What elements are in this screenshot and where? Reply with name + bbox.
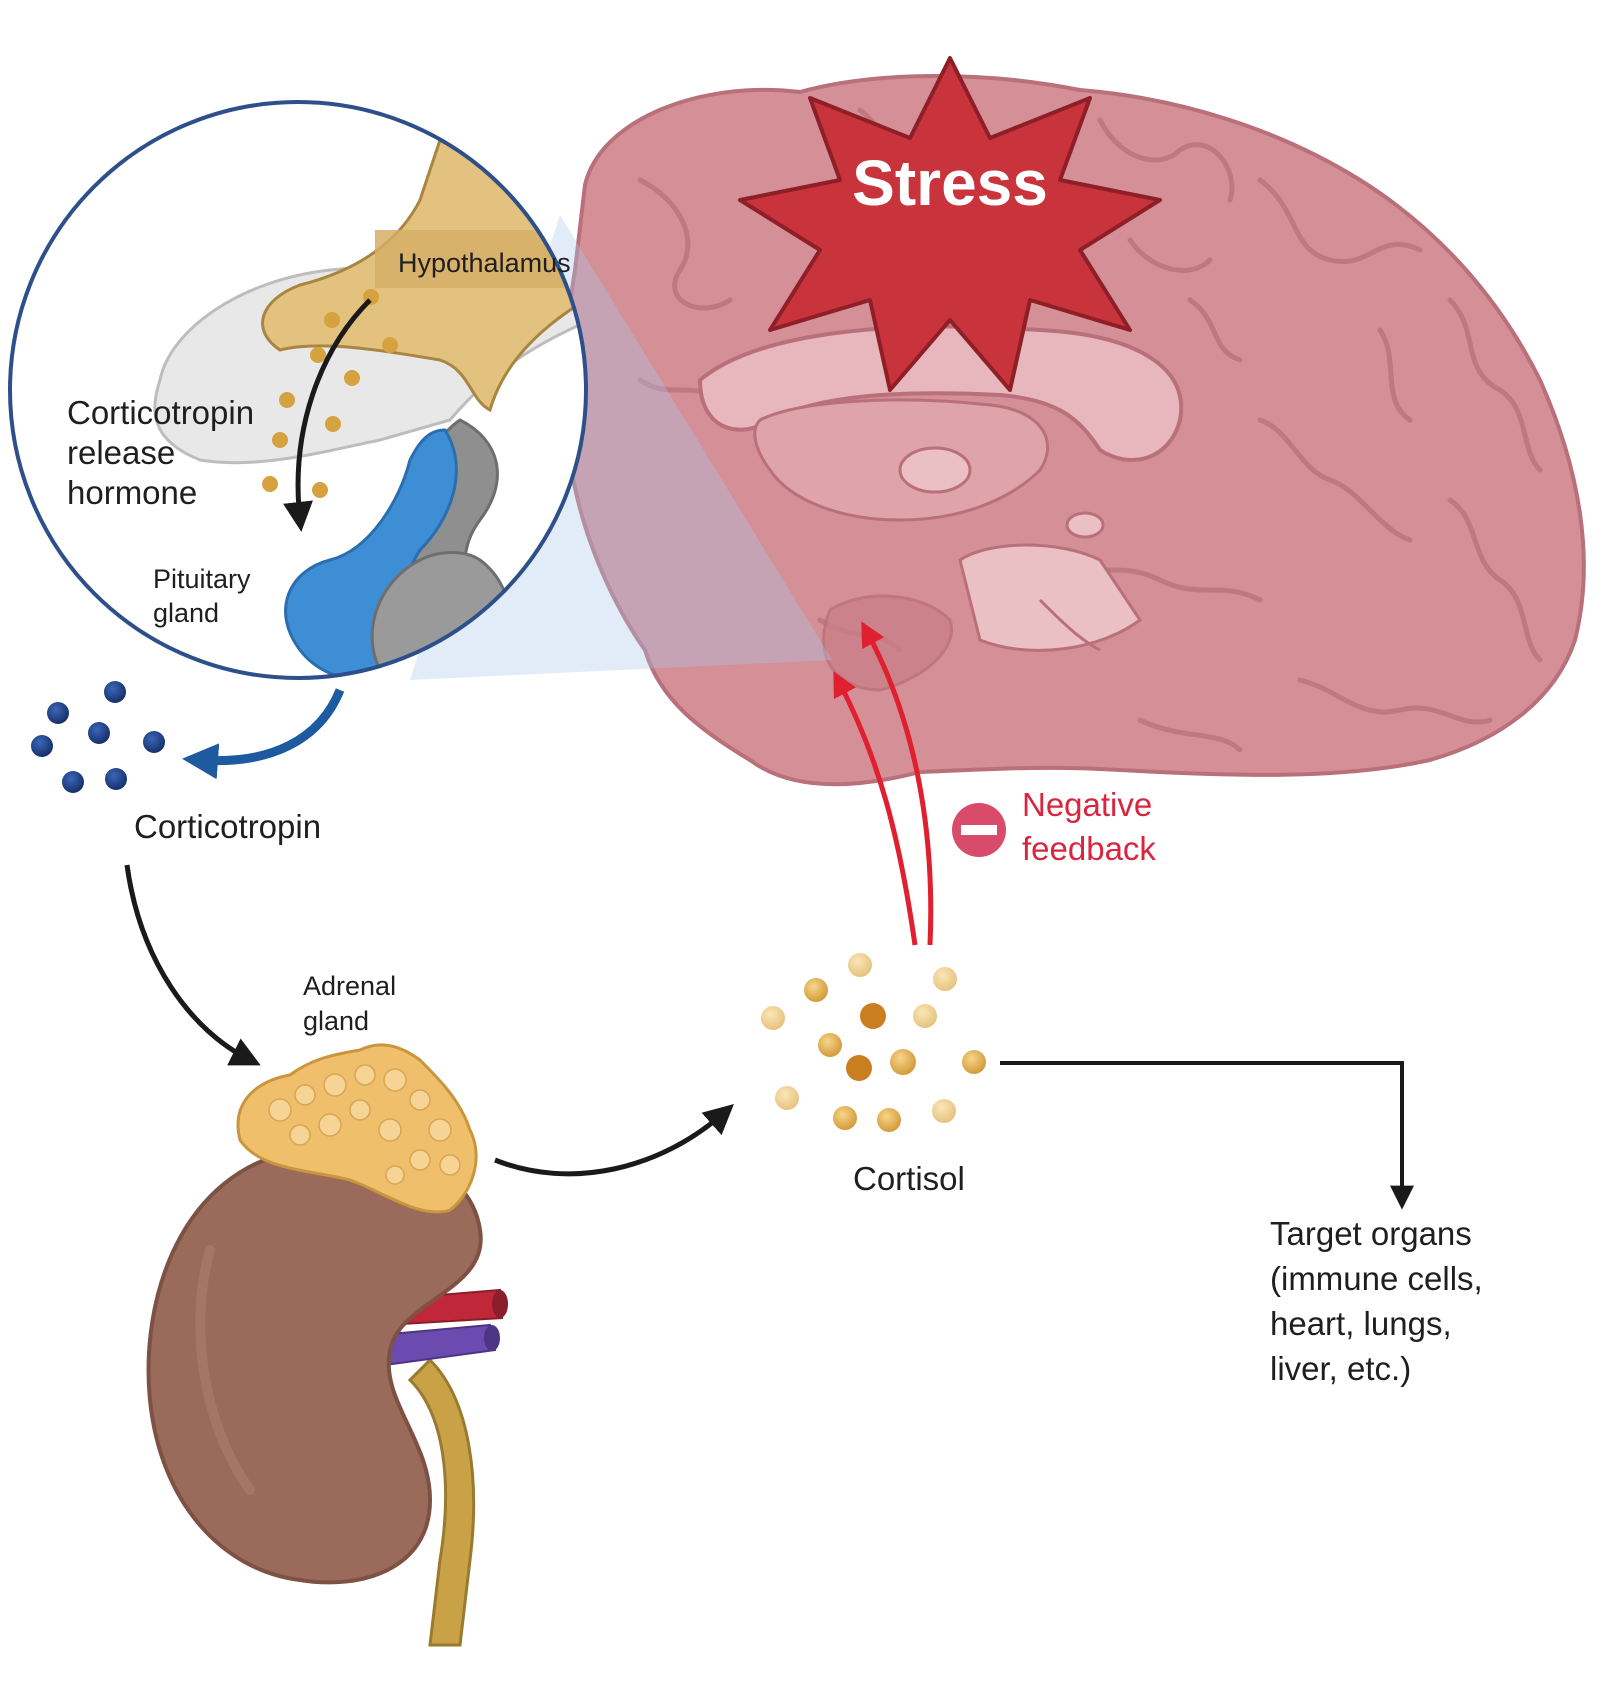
negative-feedback-line1: Negative bbox=[1022, 786, 1152, 823]
cortisol-label: Cortisol bbox=[853, 1160, 965, 1197]
crh-dots bbox=[262, 289, 398, 498]
adrenal-to-cortisol-arrow bbox=[494, 1104, 734, 1177]
adrenal-gland-icon bbox=[236, 1043, 478, 1214]
adrenal-label-line1: Adrenal bbox=[303, 971, 396, 1001]
target-label-line3: heart, lungs, bbox=[1270, 1305, 1452, 1342]
feedback-arrow-outer bbox=[861, 621, 934, 946]
crh-label-line2: release bbox=[67, 434, 175, 471]
target-label-line2: (immune cells, bbox=[1270, 1260, 1483, 1297]
minus-icon bbox=[952, 803, 1006, 857]
stress-label: Stress bbox=[852, 147, 1048, 219]
corticotropin-arrow bbox=[182, 688, 345, 780]
adrenal-label-line2: gland bbox=[303, 1006, 369, 1036]
negative-feedback-line2: feedback bbox=[1022, 830, 1156, 867]
pituitary-label-line2: gland bbox=[153, 598, 219, 628]
corticotropin-label: Corticotropin bbox=[134, 808, 321, 845]
crh-label-line1: Corticotropin bbox=[67, 394, 254, 431]
cortisol-to-target-arrow bbox=[1000, 1061, 1414, 1210]
stress-star-icon: Stress bbox=[738, 56, 1162, 392]
target-label-line1: Target organs bbox=[1270, 1215, 1472, 1252]
feedback-arrow-inner bbox=[833, 671, 918, 946]
kidney-icon bbox=[146, 1145, 508, 1647]
crh-arrow bbox=[283, 298, 372, 532]
corticotropin-to-adrenal-arrow bbox=[124, 864, 261, 1066]
cortisol-dots bbox=[761, 953, 986, 1132]
hypothalamus-label: Hypothalamus bbox=[398, 248, 571, 278]
pituitary-label-line1: Pituitary bbox=[153, 564, 251, 594]
corticotropin-dots bbox=[31, 681, 165, 793]
crh-label-line3: hormone bbox=[67, 474, 197, 511]
zoom-lens: Hypothalamus bbox=[8, 100, 588, 680]
target-label-line4: liver, etc.) bbox=[1270, 1350, 1411, 1387]
